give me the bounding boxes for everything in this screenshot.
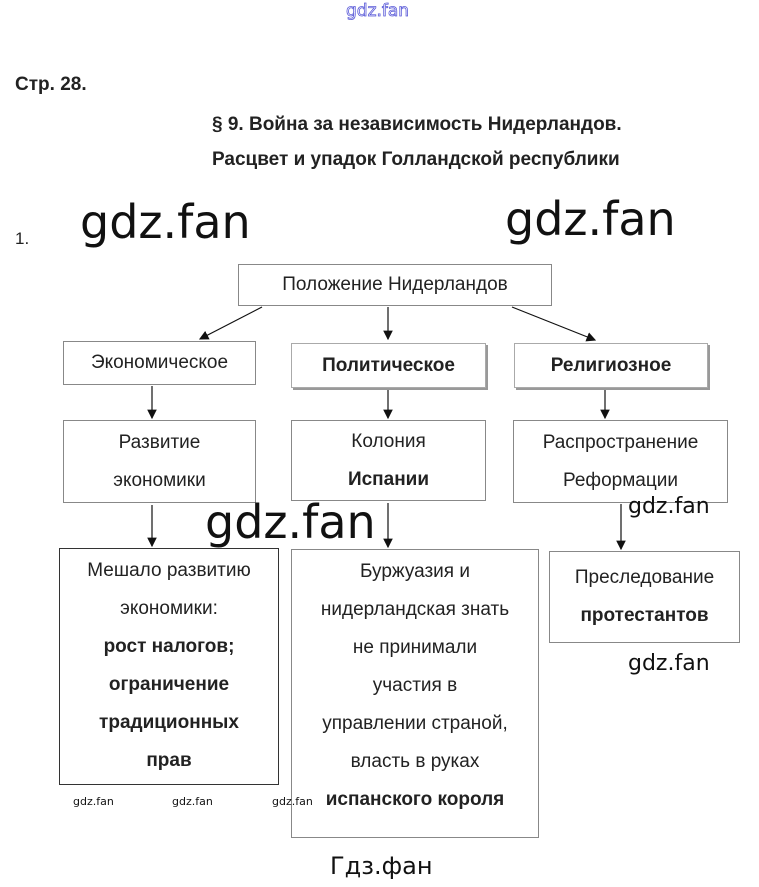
root-label: Положение Нидерландов	[282, 274, 508, 295]
text-line: нидерландская знать	[320, 599, 510, 620]
arrow-root-econ	[198, 306, 263, 340]
text-line: Мешало развитию	[87, 560, 251, 581]
text-line: испанского короля	[325, 789, 505, 810]
category-political: Политическое	[291, 343, 486, 388]
econ-level3-box: Мешало развитию экономики: рост налогов;…	[59, 548, 279, 785]
text-line: прав	[146, 750, 192, 771]
text-line: ограничение	[108, 674, 230, 695]
pol-level3-box: Буржуазия и нидерландская знать не прини…	[291, 549, 539, 838]
text-line: Распространение	[542, 431, 699, 453]
text-line: власть в руках	[350, 751, 480, 772]
text-line: традиционных	[99, 712, 239, 733]
rel-level2-box: Распространение Реформации	[513, 420, 728, 503]
watermark-big-middle: gdz.fan	[205, 495, 376, 549]
watermark-big-right: gdz.fan	[505, 192, 676, 246]
text-line: не принимали	[352, 637, 478, 658]
category-label: Экономическое	[90, 352, 229, 373]
arrow-root-rel	[511, 306, 597, 342]
category-religious: Религиозное	[514, 343, 708, 388]
watermark-small-2: gdz.fan	[172, 795, 213, 808]
text-line: Испании	[347, 468, 430, 490]
category-label: Религиозное	[550, 354, 672, 376]
section-title-line2: Расцвет и упадок Голландской республики	[212, 149, 620, 170]
watermark-big-left: gdz.fan	[80, 195, 251, 249]
econ-level2-box: Развитие экономики	[63, 420, 256, 503]
section-title-line1: § 9. Война за независимость Нидерландов.	[212, 114, 622, 135]
watermark-mid-right-2: gdz.fan	[628, 651, 710, 676]
category-label: Политическое	[322, 354, 455, 376]
text-line: экономики	[113, 469, 206, 491]
text-line: Колония	[351, 430, 426, 452]
text-line: Преследование	[574, 567, 715, 588]
watermark-small-1: gdz.fan	[73, 795, 114, 808]
text-line: участия в	[372, 675, 458, 696]
watermark-bottom: Гдз.фан	[330, 852, 433, 880]
task-number: 1.	[15, 229, 30, 248]
text-line: экономики:	[120, 598, 218, 619]
text-line: протестантов	[580, 605, 709, 626]
text-line: Буржуазия и	[360, 561, 470, 582]
root-box: Положение Нидерландов	[238, 264, 552, 306]
text-line: управлении страной,	[322, 713, 508, 734]
category-economic: Экономическое	[63, 341, 256, 385]
watermark-small-3: gdz.fan	[272, 795, 313, 808]
rel-level3-box: Преследование протестантов	[549, 551, 740, 643]
watermark-mid-right-1: gdz.fan	[628, 494, 710, 519]
text-line: рост налогов;	[103, 636, 235, 657]
page-reference: Стр. 28.	[15, 74, 87, 95]
pol-level2-box: Колония Испании	[291, 420, 486, 501]
text-line: Развитие	[118, 431, 201, 453]
watermark-top: gdz.fan	[346, 1, 410, 22]
text-line: Реформации	[563, 469, 678, 491]
